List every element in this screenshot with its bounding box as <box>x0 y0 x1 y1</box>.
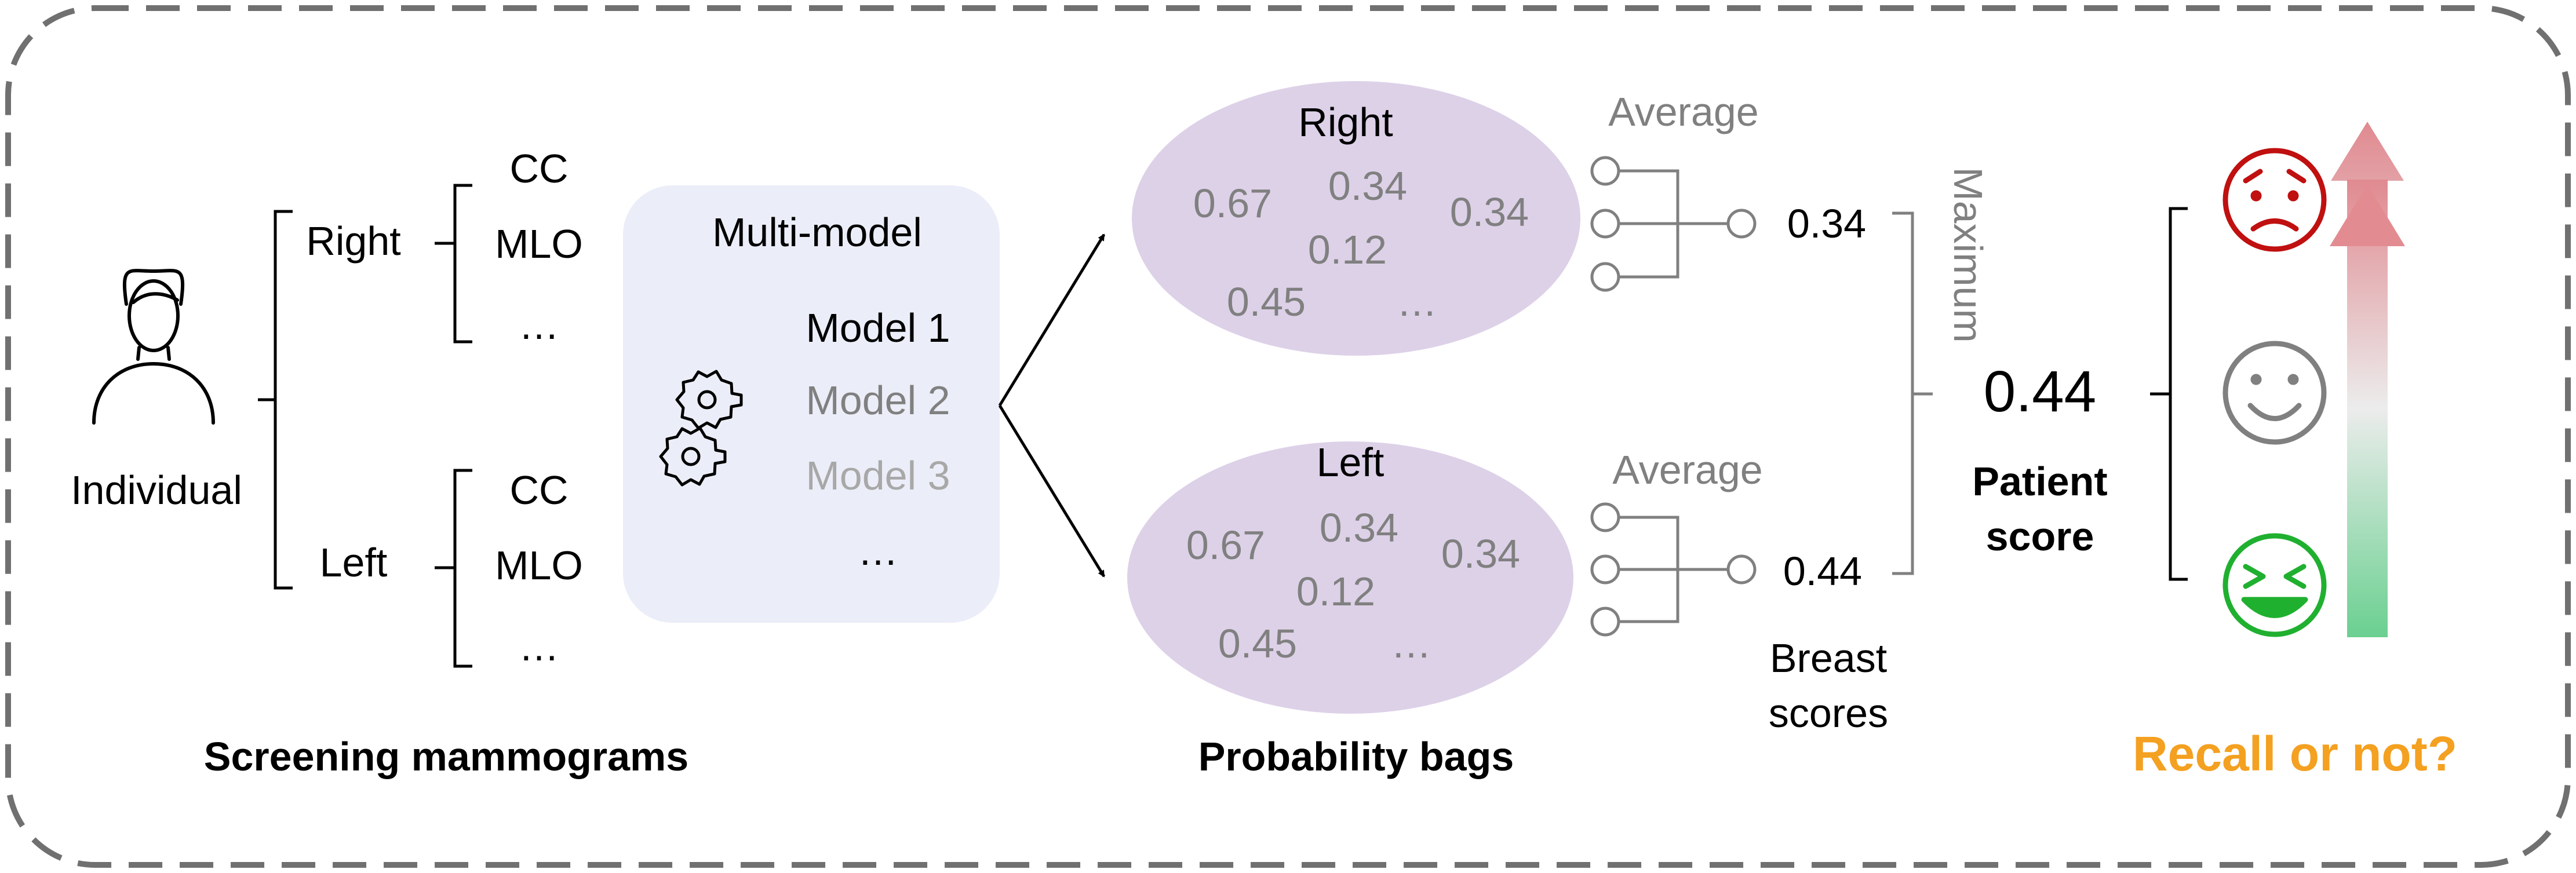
screening-caption: Screening mammograms <box>204 734 688 779</box>
left-view-mlo: MLO <box>495 543 583 588</box>
breast-scores-label-line2: scores <box>1769 691 1888 736</box>
right-bag-title: Right <box>1298 100 1393 145</box>
left-bag-value: 0.34 <box>1320 505 1398 550</box>
maximum-label: Maximum <box>1945 167 1991 342</box>
right-view-mlo: MLO <box>495 221 583 266</box>
left-average-node-diagram <box>1590 502 1757 637</box>
recall-arrow-shaft <box>2347 180 2388 637</box>
individual-label: Individual <box>71 467 242 513</box>
neutral-face-icon <box>2222 341 2327 445</box>
left-bag-value: 0.34 <box>1441 531 1520 576</box>
right-bag-value: 0.12 <box>1308 227 1387 272</box>
laughing-face-icon <box>2222 533 2327 637</box>
gear-icon <box>659 426 727 487</box>
left-bag-value: 0.45 <box>1218 621 1297 666</box>
model-more-label: … <box>858 528 898 574</box>
right-view-cc: CC <box>509 146 568 191</box>
right-bag-value: 0.34 <box>1328 163 1407 209</box>
individual-bracket <box>258 210 293 590</box>
recall-arrow-head <box>2330 184 2405 246</box>
left-view-cc: CC <box>509 467 568 513</box>
recall-question: Recall or not? <box>2133 726 2457 781</box>
right-bag-value: … <box>1397 279 1437 324</box>
multimodel-panel <box>623 185 1000 623</box>
left-probability-bag <box>1127 441 1573 714</box>
right-average-label: Average <box>1608 89 1758 134</box>
right-breast-score: 0.34 <box>1787 201 1866 246</box>
outcome-bracket <box>2150 207 2188 581</box>
breast-scores-label-line1: Breast <box>1770 635 1887 681</box>
right-probability-bag <box>1132 81 1580 356</box>
left-views-bracket <box>435 469 472 668</box>
arrow-to-right-bag <box>998 233 1106 407</box>
right-bag-value: 0.34 <box>1450 189 1529 235</box>
right-views-bracket <box>435 184 472 344</box>
left-average-label: Average <box>1612 447 1762 492</box>
right-average-node-diagram <box>1590 156 1757 292</box>
patient-score-label-line2: score <box>1986 514 2094 559</box>
right-bag-value: 0.67 <box>1193 181 1272 226</box>
patient-score-label-line1: Patient <box>1972 459 2107 504</box>
maximum-bracket <box>1892 211 1933 575</box>
right-bag-value: 0.45 <box>1227 279 1306 324</box>
patient-score-value: 0.44 <box>1984 359 2097 424</box>
model-3-label: Model 3 <box>806 453 950 498</box>
multimodel-title: Multi-model <box>712 210 922 255</box>
dashed-frame <box>5 5 2571 868</box>
arrow-to-left-bag <box>998 404 1106 578</box>
sad-face-icon <box>2222 148 2327 252</box>
left-bag-title: Left <box>1317 440 1384 485</box>
model-2-label: Model 2 <box>806 378 950 423</box>
left-bag-value: … <box>1391 621 1431 666</box>
left-breast-label: Left <box>320 540 388 585</box>
left-bag-value: 0.12 <box>1296 569 1375 614</box>
left-view-more: … <box>519 624 559 669</box>
right-breast-label: Right <box>306 218 400 264</box>
left-bag-value: 0.67 <box>1186 523 1265 568</box>
right-view-more: … <box>519 302 559 348</box>
bags-caption: Probability bags <box>1198 734 1514 779</box>
gear-icon <box>675 370 743 430</box>
person-icon <box>92 269 215 425</box>
model-1-label: Model 1 <box>806 305 950 350</box>
left-breast-score: 0.44 <box>1783 549 1862 594</box>
